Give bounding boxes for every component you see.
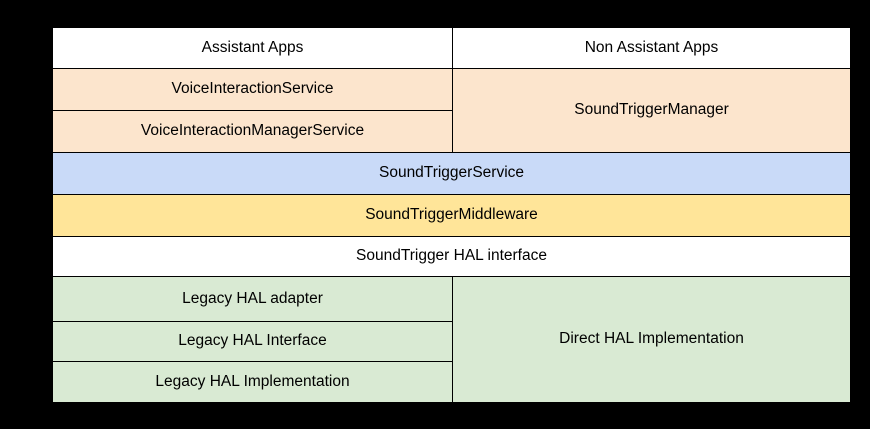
cell-assistant-apps: Assistant Apps bbox=[52, 27, 453, 69]
row-framework-api-1: VoiceInteractionService SoundTriggerMana… bbox=[52, 68, 851, 153]
row-hal-impl-1: Legacy HAL adapter Direct HAL Implementa… bbox=[52, 276, 851, 403]
cell-legacy-hal-adapter: Legacy HAL adapter bbox=[52, 276, 453, 322]
cell-sound-trigger-hal-interface: SoundTrigger HAL interface bbox=[52, 236, 851, 277]
cell-direct-hal-implementation: Direct HAL Implementation bbox=[452, 276, 851, 403]
row-hal-impl-3: Legacy HAL Implementation bbox=[52, 361, 851, 403]
row-apps: Assistant Apps Non Assistant Apps bbox=[52, 27, 851, 69]
cell-sound-trigger-manager: SoundTriggerManager bbox=[452, 68, 851, 153]
row-system-service: SoundTriggerService bbox=[52, 152, 851, 195]
cell-legacy-hal-interface: Legacy HAL Interface bbox=[52, 321, 453, 362]
cell-sound-trigger-service: SoundTriggerService bbox=[52, 152, 851, 195]
row-hal-impl-2: Legacy HAL Interface bbox=[52, 321, 851, 362]
row-hal-interface: SoundTrigger HAL interface bbox=[52, 236, 851, 277]
cell-voice-interaction-manager-service: VoiceInteractionManagerService bbox=[52, 110, 453, 153]
soundtrigger-stack-diagram: Assistant Apps Non Assistant Apps VoiceI… bbox=[52, 27, 851, 403]
row-framework-api-2: VoiceInteractionManagerService bbox=[52, 110, 851, 153]
cell-non-assistant-apps: Non Assistant Apps bbox=[452, 27, 851, 69]
cell-sound-trigger-middleware: SoundTriggerMiddleware bbox=[52, 194, 851, 237]
row-middleware: SoundTriggerMiddleware bbox=[52, 194, 851, 237]
cell-legacy-hal-implementation: Legacy HAL Implementation bbox=[52, 361, 453, 403]
cell-voice-interaction-service: VoiceInteractionService bbox=[52, 68, 453, 111]
